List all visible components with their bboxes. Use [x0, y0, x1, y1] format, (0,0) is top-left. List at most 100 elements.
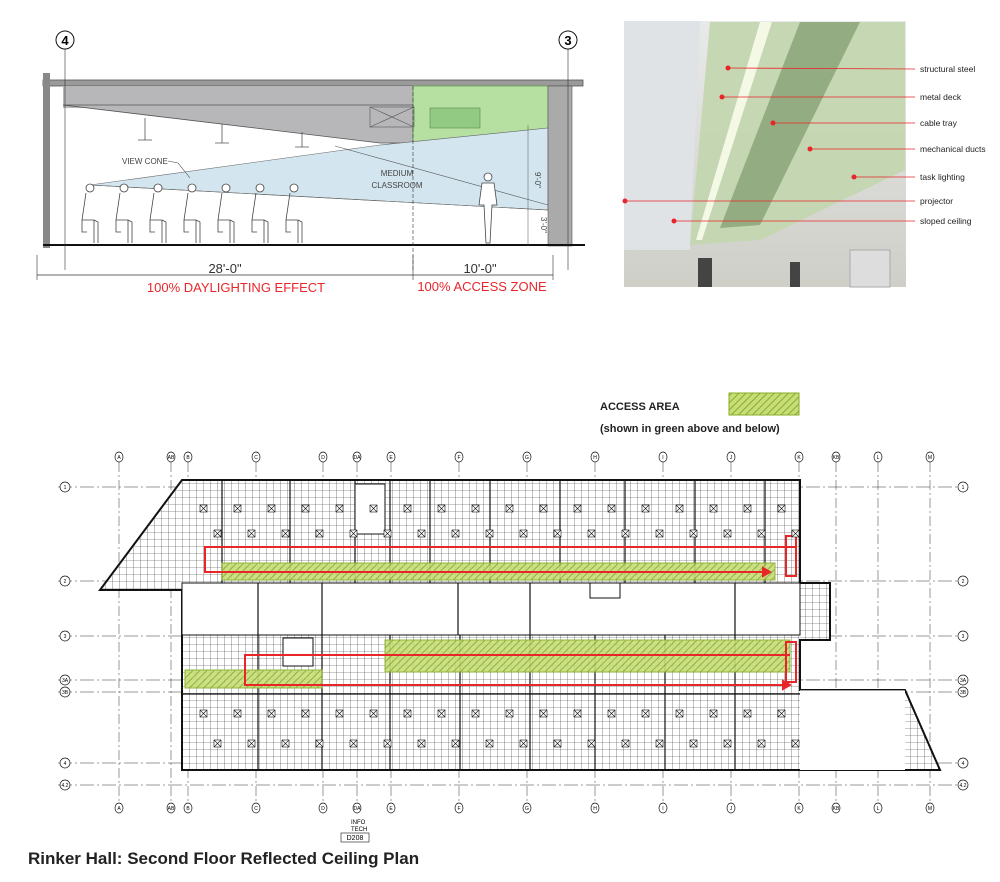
column-grid-label: D [321, 455, 325, 461]
light-fixture-icon [655, 529, 664, 538]
row-grid-bubble: 4.2 [59, 779, 71, 791]
column-grid-bubble: AB [166, 451, 176, 463]
light-fixture-icon [607, 504, 616, 513]
sloped-ceiling [62, 104, 414, 144]
light-fixture-icon [471, 504, 480, 513]
row-grid-bubble: 1 [59, 481, 71, 493]
row-grid-label: 2 [962, 579, 965, 585]
column-grid-bubble: KB [831, 802, 841, 814]
light-fixture-icon [743, 504, 752, 513]
ceiling-fixtures [199, 504, 800, 748]
light-fixture-icon [709, 504, 718, 513]
column-grid-label: K [797, 455, 801, 461]
row-grid-bubble: 2 [957, 575, 969, 587]
row-grid-bubble: 1 [957, 481, 969, 493]
column-grid-bubble: L [873, 451, 883, 463]
seated-figure [81, 183, 99, 243]
column-grid-label: F [457, 806, 460, 812]
room-label: CLASSROOM [371, 181, 422, 190]
light-fixture-icon [451, 529, 460, 538]
light-fixture-icon [485, 529, 494, 538]
light-fixture-icon [315, 739, 324, 748]
row-grid-bubble: 3B [957, 686, 969, 698]
dimension-height-upper: 9'-0" [533, 172, 542, 188]
seated-figure [183, 183, 201, 243]
light-fixture-icon [777, 709, 786, 718]
light-fixture-icon [349, 739, 358, 748]
column-grid-bubble: B [183, 451, 193, 463]
photo-callout: projector [622, 196, 953, 206]
column-grid-bubble: DA [352, 451, 362, 463]
view-cone-label: VIEW CONE [122, 157, 168, 166]
column-grid-label: L [877, 806, 880, 812]
row-grid-label: 3A [960, 678, 967, 684]
column-grid-label: DA [354, 806, 362, 812]
light-fixture-icon [267, 709, 276, 718]
light-fixture-icon [383, 529, 392, 538]
callout-dot [725, 65, 731, 71]
light-fixture-icon [335, 709, 344, 718]
light-fixture-icon [437, 709, 446, 718]
task-lighting-strip [696, 22, 772, 240]
light-fixture-icon [199, 709, 208, 718]
light-fixture-icon [519, 529, 528, 538]
room-tag: INFO [351, 820, 366, 826]
light-fixture-icon [417, 739, 426, 748]
callout-label: structural steel [920, 64, 975, 74]
column-grid-label: M [928, 455, 932, 461]
light-fixture-icon [587, 739, 596, 748]
column-grid-label: KB [833, 806, 840, 812]
row-grid-bubble: 3 [957, 630, 969, 642]
light-fixture-icon [689, 739, 698, 748]
light-fixture-icon [301, 504, 310, 513]
column-grid-label: I [662, 806, 663, 812]
column-grid-label: J [730, 455, 733, 461]
pendant-lights [138, 118, 309, 148]
column-grid-bubble: K [794, 802, 804, 814]
column-grid-label: KB [833, 455, 840, 461]
row-grid-bubble: 3 [59, 630, 71, 642]
light-fixture-icon [213, 529, 222, 538]
column-grid-bubble: K [794, 451, 804, 463]
column-grid-bubble: C [251, 451, 261, 463]
column-grid-bubble: G [522, 802, 532, 814]
column-grid-bubble: H [590, 451, 600, 463]
column-grid-label: D [321, 806, 325, 812]
light-fixture-icon [553, 529, 562, 538]
light-fixture-icon [451, 739, 460, 748]
column-grid-bubble: F [454, 802, 464, 814]
light-fixture-icon [573, 504, 582, 513]
light-fixture-icon [383, 739, 392, 748]
row-grid-bubble: 4 [957, 757, 969, 769]
light-fixture-icon [403, 504, 412, 513]
seated-figure [251, 183, 269, 243]
column-grid-label: C [254, 455, 258, 461]
photo-callout: metal deck [719, 92, 962, 102]
column-grid-bubble: DA [352, 802, 362, 814]
ceiling-photo [624, 21, 906, 288]
light-fixture-icon [485, 739, 494, 748]
callout-dot [671, 218, 677, 224]
photo-callout: task lighting [851, 172, 965, 182]
legend-title: ACCESS AREA [600, 401, 680, 413]
column-grid-label: E [389, 806, 393, 812]
row-grid-label: 2 [64, 579, 67, 585]
light-fixture-icon [607, 709, 616, 718]
callout-label: task lighting [920, 172, 965, 182]
row-grid-label: 3A [62, 678, 69, 684]
light-fixture-icon [437, 504, 446, 513]
column-grid-bubble: E [386, 451, 396, 463]
light-fixture-icon [675, 504, 684, 513]
light-fixture-icon [369, 709, 378, 718]
light-fixture-icon [757, 739, 766, 748]
callout-dot [851, 174, 857, 180]
column-grid-bubble: AB [166, 802, 176, 814]
corridor-zone [181, 582, 801, 636]
column-grid-label: B [186, 455, 190, 461]
light-fixture-icon [213, 739, 222, 748]
light-fixture-icon [247, 739, 256, 748]
light-fixture-icon [675, 709, 684, 718]
light-fixture-icon [349, 529, 358, 538]
column-grid-bubble: F [454, 451, 464, 463]
light-fixture-icon [709, 709, 718, 718]
